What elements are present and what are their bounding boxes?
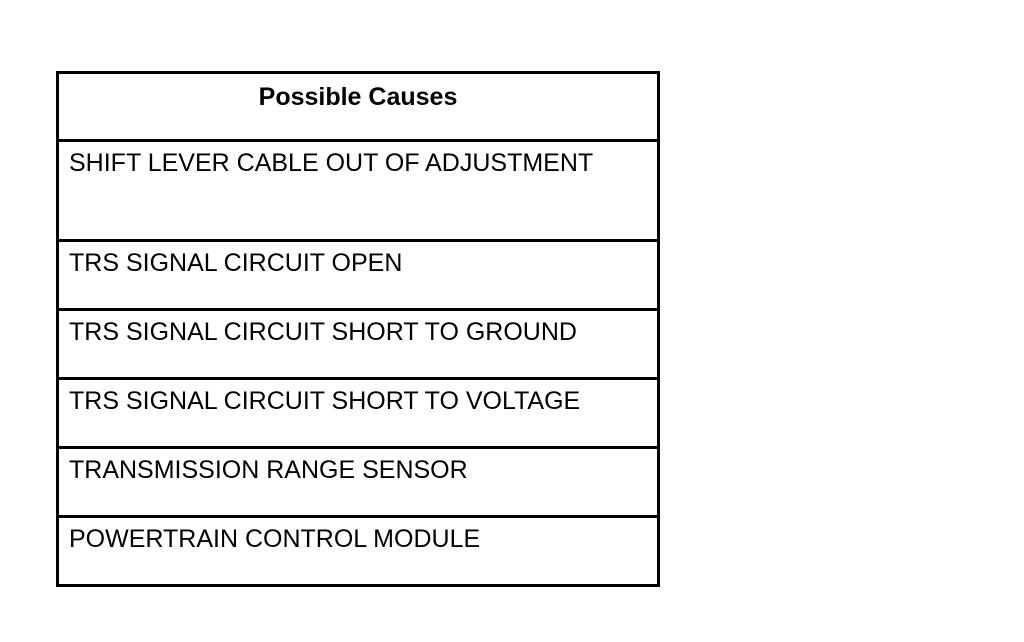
table-row: TRANSMISSION RANGE SENSOR [59, 449, 657, 518]
table-header: Possible Causes [59, 74, 657, 142]
table-row: POWERTRAIN CONTROL MODULE [69, 525, 481, 553]
table-row: TRS SIGNAL CIRCUIT SHORT TO VOLTAGE [59, 380, 657, 449]
table-row: SHIFT LEVER CABLE OUT OF ADJUSTMENT [59, 142, 657, 242]
possible-causes-table: Possible Causes SHIFT LEVER CABLE OUT OF… [56, 71, 660, 587]
table-row: TRS SIGNAL CIRCUIT SHORT TO GROUND [59, 311, 657, 380]
table-row: TRS SIGNAL CIRCUIT OPEN [59, 242, 657, 311]
